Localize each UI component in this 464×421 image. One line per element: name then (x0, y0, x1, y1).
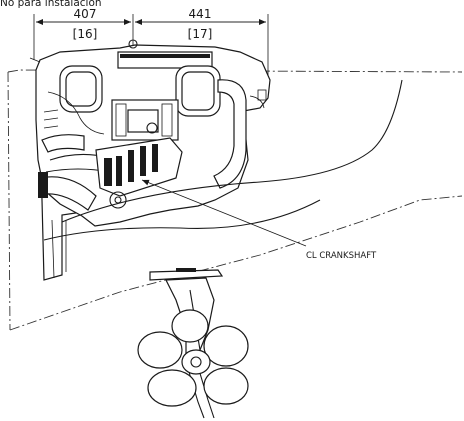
hull-outline (7, 69, 463, 331)
crankshaft-callout-label: CL CRANKSHAFT (306, 251, 377, 261)
diagram-title: No para instalación (0, 0, 102, 9)
dimension-left-in: [16] (73, 27, 98, 41)
dimension-right-mm: 441 (189, 7, 212, 21)
hull-curve (43, 79, 403, 241)
crankshaft-leader (141, 179, 307, 247)
dimension-left-mm: 407 (74, 7, 97, 21)
propeller (137, 309, 249, 407)
engine-body (29, 39, 271, 281)
dimension-right-in: [17] (188, 27, 213, 41)
